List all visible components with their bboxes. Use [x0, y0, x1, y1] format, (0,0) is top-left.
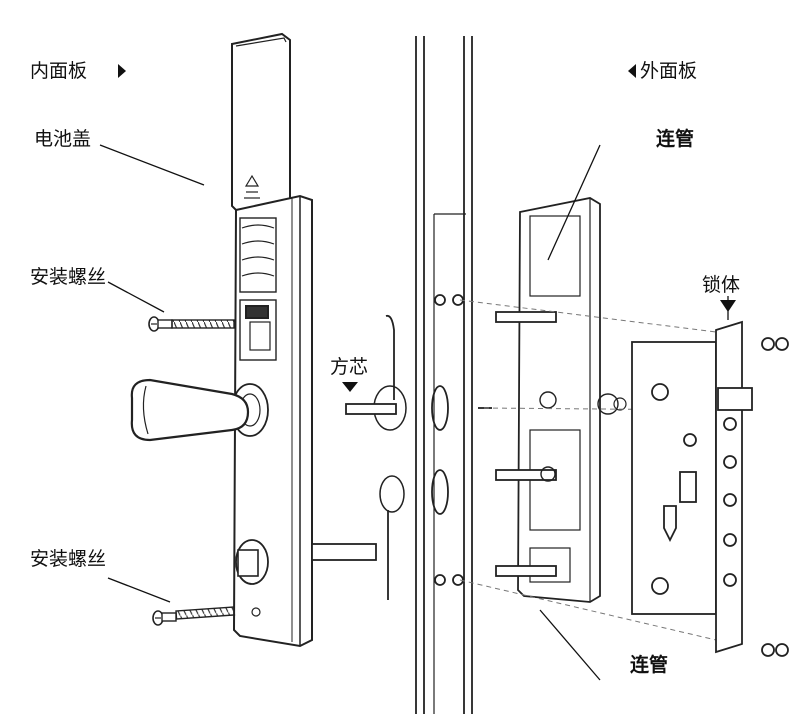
callout-leaders — [99, 144, 729, 681]
lock-body — [631, 320, 789, 657]
mounting-screw-bottom — [152, 606, 236, 626]
label-tube-bottom: 连管 — [630, 654, 669, 676]
label-inner-panel: 内面板 — [30, 60, 88, 82]
outer-panel — [495, 197, 627, 603]
label-screw-top: 安装螺丝 — [30, 266, 107, 288]
inner-panel — [130, 32, 313, 648]
label-screw-bottom: 安装螺丝 — [30, 548, 107, 570]
mounting-screw-top — [148, 316, 235, 332]
inner-handle — [130, 378, 250, 442]
door-section — [311, 36, 492, 714]
battery-cover — [231, 32, 291, 214]
label-tube-top: 连管 — [656, 128, 695, 150]
label-lock-body: 锁体 — [702, 274, 741, 296]
label-spindle: 方芯 — [330, 356, 369, 378]
pointer-markers — [118, 64, 736, 392]
label-outer-panel: 外面板 — [640, 60, 698, 82]
label-battery-cover: 电池盖 — [34, 128, 92, 150]
